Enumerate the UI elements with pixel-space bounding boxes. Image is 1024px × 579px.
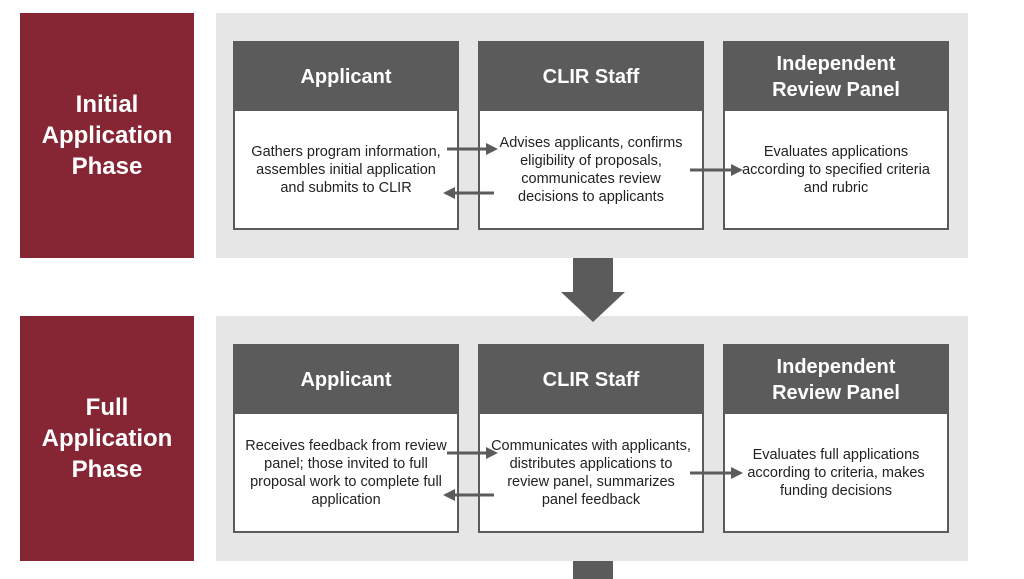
phase-panel-full: Applicant Receives feedback from review … — [216, 316, 968, 561]
card-body: Evaluates full applications according to… — [747, 446, 925, 499]
phase-label-line: Initial — [75, 91, 139, 118]
phase-label-line: Phase — [71, 456, 143, 483]
phase-label-line: Phase — [71, 153, 143, 180]
card-header-line: Applicant — [300, 369, 392, 391]
card-header: Independent Review Panel — [725, 43, 947, 111]
card-body: Evaluates applications according to spec… — [742, 143, 930, 196]
phase-label-initial: Initial Application Phase — [20, 13, 194, 258]
phase-label-line: Application — [41, 122, 173, 149]
arrow-down-icon — [573, 561, 613, 579]
card-header-line: Review Panel — [772, 79, 900, 101]
phase-label-line: Full — [85, 394, 129, 421]
card-header-line: Independent — [776, 53, 896, 75]
card-header: Independent Review Panel — [725, 346, 947, 414]
card-body: Gathers program information, assembles i… — [251, 143, 441, 196]
card-header-line: Applicant — [300, 66, 392, 88]
phase-label-line: Application — [41, 425, 173, 452]
card-header-line: Independent — [776, 356, 896, 378]
card-applicant: Applicant Gathers program information, a… — [233, 41, 459, 230]
card-body: Advises applicants, confirms eligibility… — [499, 134, 683, 205]
card-review-panel: Independent Review Panel Evaluates appli… — [723, 41, 949, 230]
card-header-line: Review Panel — [772, 382, 900, 404]
card-clir-staff: CLIR Staff Advises applicants, confirms … — [478, 41, 704, 230]
card-review-panel: Independent Review Panel Evaluates full … — [723, 344, 949, 533]
card-header: CLIR Staff — [480, 346, 702, 414]
card-header: CLIR Staff — [480, 43, 702, 111]
card-header: Applicant — [235, 43, 457, 111]
card-header-line: CLIR Staff — [542, 66, 640, 88]
card-header: Applicant — [235, 346, 457, 414]
card-applicant: Applicant Receives feedback from review … — [233, 344, 459, 533]
card-body: Communicates with applicants, distribute… — [491, 437, 691, 508]
arrow-down-icon — [561, 258, 625, 322]
phase-panel-initial: Applicant Gathers program information, a… — [216, 13, 968, 258]
card-clir-staff: CLIR Staff Communicates with applicants,… — [478, 344, 704, 533]
phase-label-full: Full Application Phase — [20, 316, 194, 561]
card-header-line: CLIR Staff — [542, 369, 640, 391]
card-body: Receives feedback from review panel; tho… — [245, 437, 447, 508]
